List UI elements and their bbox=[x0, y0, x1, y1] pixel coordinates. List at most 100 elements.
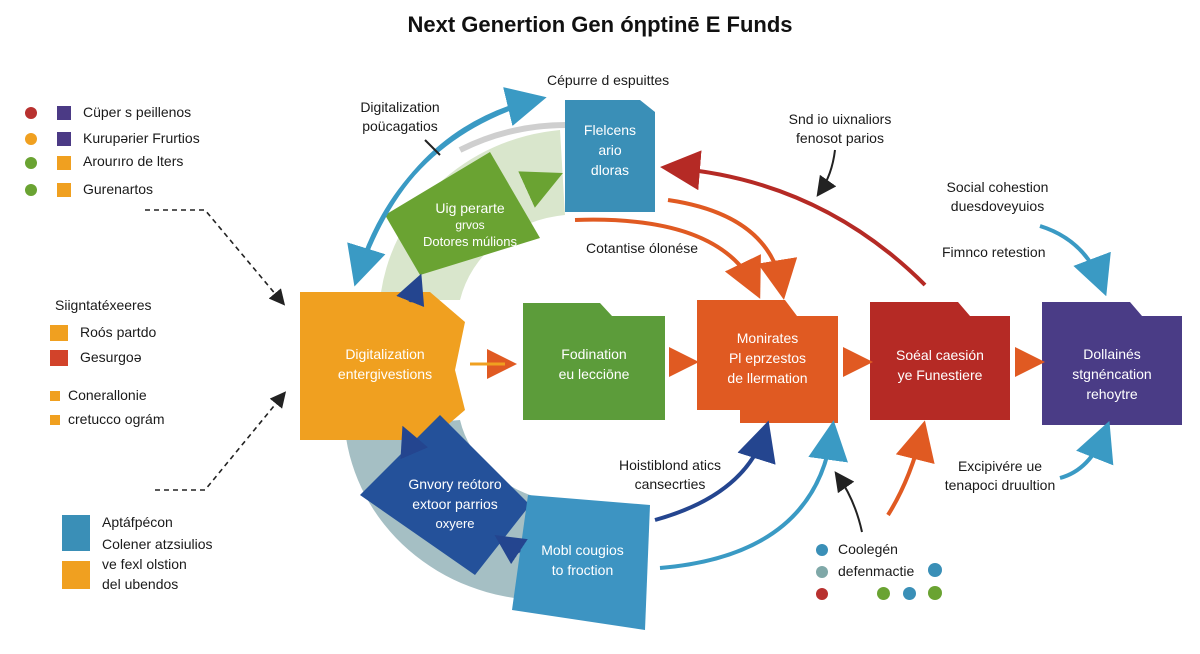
ring-navy-line-1: Gnvory reótoro bbox=[408, 476, 502, 492]
ring-blue-bottom-text: Mobl cougios to froction bbox=[520, 540, 645, 580]
ring-orange-line-1: Digitalization bbox=[345, 346, 425, 362]
ring-segment-green bbox=[385, 152, 540, 275]
legend-mid-swatch-2 bbox=[50, 350, 68, 366]
process-box-1 bbox=[523, 303, 665, 420]
legend-mid-item-1: Roós partdo bbox=[80, 324, 157, 340]
ring-navy-text: Gnvory reótoro extoor parrios oxyere bbox=[385, 474, 525, 534]
annot-fimnco: Fimnco retestion bbox=[942, 244, 1046, 260]
legend-swatch-2 bbox=[57, 132, 71, 146]
ring-blue-bottom-line-1: Mobl cougios bbox=[541, 542, 624, 558]
ring-blue-top-line-2: ario bbox=[598, 142, 622, 158]
annot-excip: Excipivére ue tenapoci druultion bbox=[930, 457, 1070, 495]
process-box-4-line-2: stgnéncation bbox=[1072, 366, 1152, 382]
legend-swatch-1 bbox=[57, 106, 71, 120]
legend-item-3: Arourıro de lters bbox=[83, 153, 184, 169]
ring-segment-orange bbox=[300, 292, 465, 440]
dashed-leader-bottom bbox=[155, 391, 287, 491]
legend-bottom-item-3: ve fexl olstion bbox=[102, 556, 187, 572]
process-box-3-text: Soéal caesión ye Funestiere bbox=[870, 345, 1010, 385]
process-box-3-line-2: ye Funestiere bbox=[897, 367, 983, 383]
legend-item-1: Cüper s peillenos bbox=[83, 104, 192, 120]
annot-snd-line-1: Snd io uixnaliors bbox=[788, 111, 892, 127]
legend-bottom-item-1: Aptáfpécon bbox=[102, 514, 173, 530]
legend-mid-swatch-1 bbox=[50, 325, 68, 341]
process-box-2 bbox=[697, 300, 838, 423]
legend-dot-2 bbox=[25, 133, 37, 145]
annot-digital-top: Digitalization poücagatios bbox=[335, 98, 465, 136]
arrow-annot-snd bbox=[816, 149, 837, 197]
arrow-annot-legend-br bbox=[834, 471, 863, 533]
legend-swatch-3 bbox=[57, 156, 71, 170]
legend-mid2-swatch-2 bbox=[50, 415, 60, 425]
dashed-leader-top bbox=[145, 209, 286, 306]
legend-mid2-item-1: Conerallonie bbox=[68, 387, 147, 403]
ring-green-line-3: Dotores múlions bbox=[423, 234, 517, 249]
legend-br-dot-5 bbox=[877, 587, 890, 600]
process-box-2-line-2: Pl eprzestos bbox=[728, 350, 807, 366]
ring-segment-blue-top bbox=[565, 100, 655, 212]
ring-navy-line-3: oxyere bbox=[435, 516, 475, 531]
ring-segment-blue-bottom bbox=[512, 495, 650, 630]
legend-br-dot-1 bbox=[816, 544, 828, 556]
legend-br-dot-3 bbox=[928, 563, 942, 577]
legend-br-dot-7 bbox=[928, 586, 942, 600]
legend-mid2-swatch-1 bbox=[50, 391, 60, 401]
arrow-small-navy-bottom bbox=[494, 535, 528, 565]
ring-orange-line-2: entergivestions bbox=[337, 366, 433, 382]
process-box-2-text: Monirates Pl eprzestos de llermation bbox=[697, 328, 838, 388]
legend-br-dot-4 bbox=[816, 588, 828, 600]
arrow-blue-arc-top-head bbox=[358, 87, 547, 271]
annot-hoist: Hoistiblond atics cansecrties bbox=[600, 456, 740, 494]
legend-item-4: Gurenartos bbox=[83, 181, 154, 197]
arrow-orange-curve-bottom bbox=[886, 420, 935, 517]
process-box-1-text: Fodination eu lecciōne bbox=[523, 344, 665, 384]
legend-dot-4 bbox=[25, 184, 37, 196]
ring-green-text: Uig perarte grvos Dotores múlions bbox=[405, 198, 535, 252]
arrow-blue-curve-bottom bbox=[659, 420, 848, 570]
annot-excip-line-2: tenapoci druultion bbox=[944, 477, 1056, 493]
legend-dot-1 bbox=[25, 107, 37, 119]
annot-capture: Cépurre d espuittes bbox=[547, 72, 670, 88]
annot-social: Social cohestion duesdoveyuios bbox=[930, 178, 1065, 216]
ring-navy-line-2: extoor parrios bbox=[412, 496, 498, 512]
annot-hoist-line-1: Hoistiblond atics bbox=[619, 457, 721, 473]
legend-br-dot-6 bbox=[903, 587, 916, 600]
arrow-blue-curve-right bbox=[1039, 224, 1111, 297]
ring-green-line-2: grvos bbox=[455, 218, 485, 232]
arrow-annot-top bbox=[424, 139, 441, 156]
process-box-1-line-2: eu lecciōne bbox=[558, 366, 630, 382]
annot-excip-line-1: Excipivére ue bbox=[957, 458, 1043, 474]
page-title: Next Genertion Gen óηptinē E Funds bbox=[407, 12, 793, 37]
ring-green-line-1: Uig perarte bbox=[435, 200, 505, 216]
ring-orange-text: Digitalization entergivestions bbox=[310, 344, 460, 384]
legend-dot-3 bbox=[25, 157, 37, 169]
arrow-small-navy-top bbox=[396, 273, 425, 308]
process-box-3 bbox=[870, 302, 1010, 420]
annot-social-line-1: Social cohestion bbox=[946, 179, 1049, 195]
arrow-small-green bbox=[518, 171, 563, 208]
legend-swatch-4 bbox=[57, 183, 71, 197]
annot-snd-line-2: fenosot parios bbox=[796, 130, 884, 146]
process-box-4-text: Dollainés stgnéncation rehoytre bbox=[1042, 344, 1182, 404]
annot-social-line-2: duesdoveyuios bbox=[950, 198, 1045, 214]
process-box-4-line-3: rehoytre bbox=[1086, 386, 1138, 402]
arrow-blue-curve-bottom-right bbox=[1059, 420, 1114, 480]
legend-mid-item-2: Gesurgoə bbox=[80, 349, 142, 365]
legend-br-item-2: defenmactie bbox=[838, 563, 915, 579]
arrow-red-long bbox=[660, 150, 927, 287]
annot-hoist-line-2: cansecrties bbox=[634, 476, 706, 492]
process-box-2-line-1: Monirates bbox=[736, 330, 799, 346]
annot-digital-top-line-2: poücagatios bbox=[362, 118, 438, 134]
ring-blue-bottom-line-2: to froction bbox=[551, 562, 614, 578]
legend-bottom-swatch-1 bbox=[62, 515, 90, 551]
process-box-2-line-3: de llermation bbox=[727, 370, 808, 386]
process-box-4 bbox=[1042, 302, 1182, 425]
legend-item-2: Kurupərier Frurtios bbox=[83, 130, 200, 146]
legend-br-dot-2 bbox=[816, 566, 828, 578]
annot-cotantise: Cotantise ólonése bbox=[586, 240, 699, 256]
arrow-orange-curve-2 bbox=[667, 198, 798, 300]
arrow-navy-curve bbox=[654, 420, 776, 522]
arrow-orange-curve-1 bbox=[574, 217, 761, 299]
annot-snd: Snd io uixnaliors fenosot parios bbox=[775, 110, 905, 148]
legend-bottom-item-4: del ubendos bbox=[102, 576, 179, 592]
